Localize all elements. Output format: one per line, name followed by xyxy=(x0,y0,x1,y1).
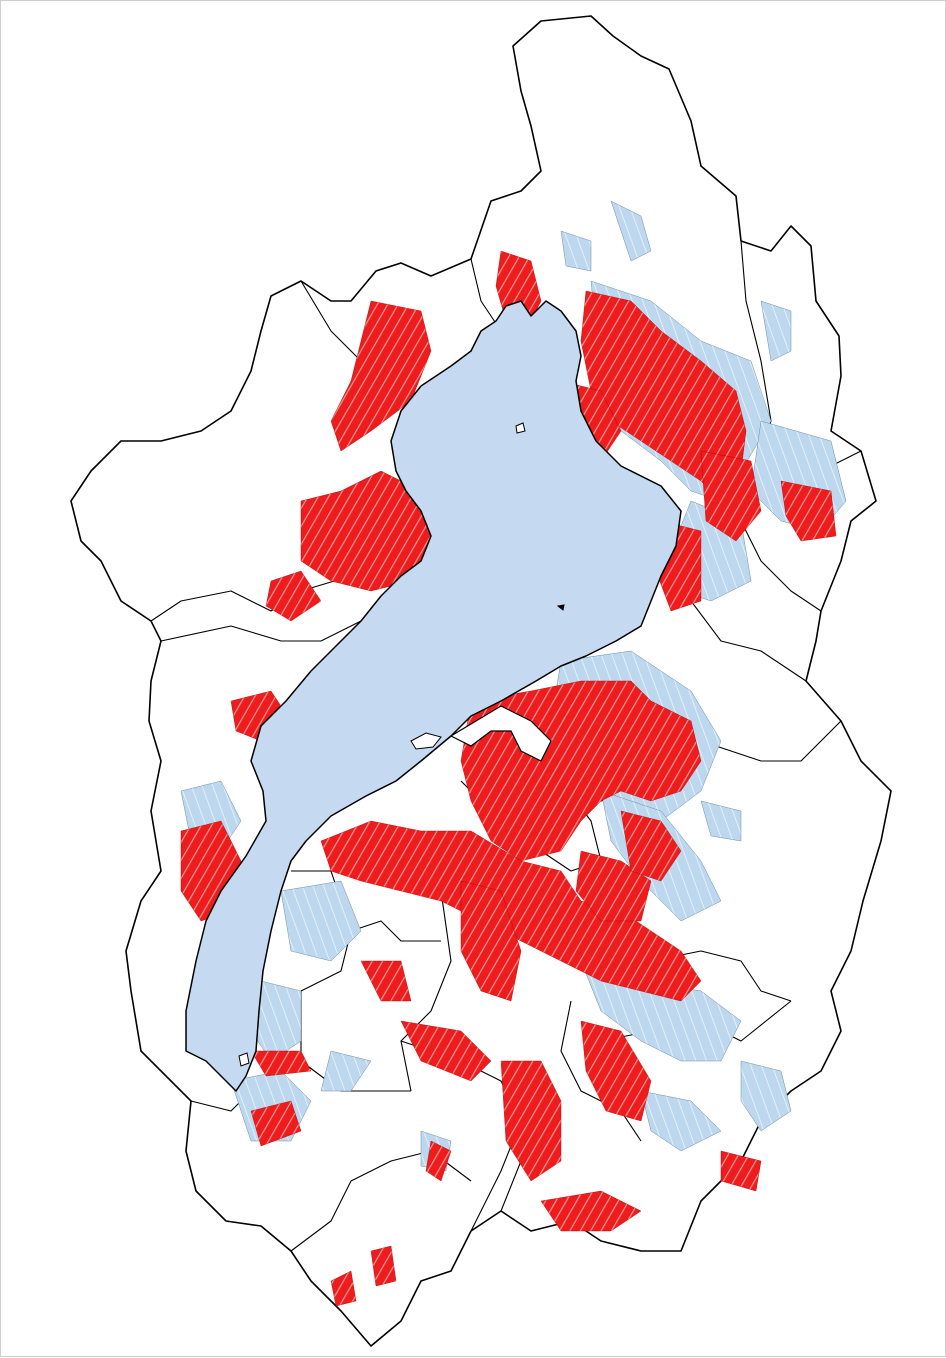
lake-island xyxy=(238,1052,250,1067)
lake-biwa[interactable] xyxy=(185,300,682,1092)
lake-island xyxy=(556,604,565,611)
lake-island xyxy=(410,732,442,750)
lake-inlet xyxy=(449,705,552,762)
lake-island xyxy=(515,422,526,434)
